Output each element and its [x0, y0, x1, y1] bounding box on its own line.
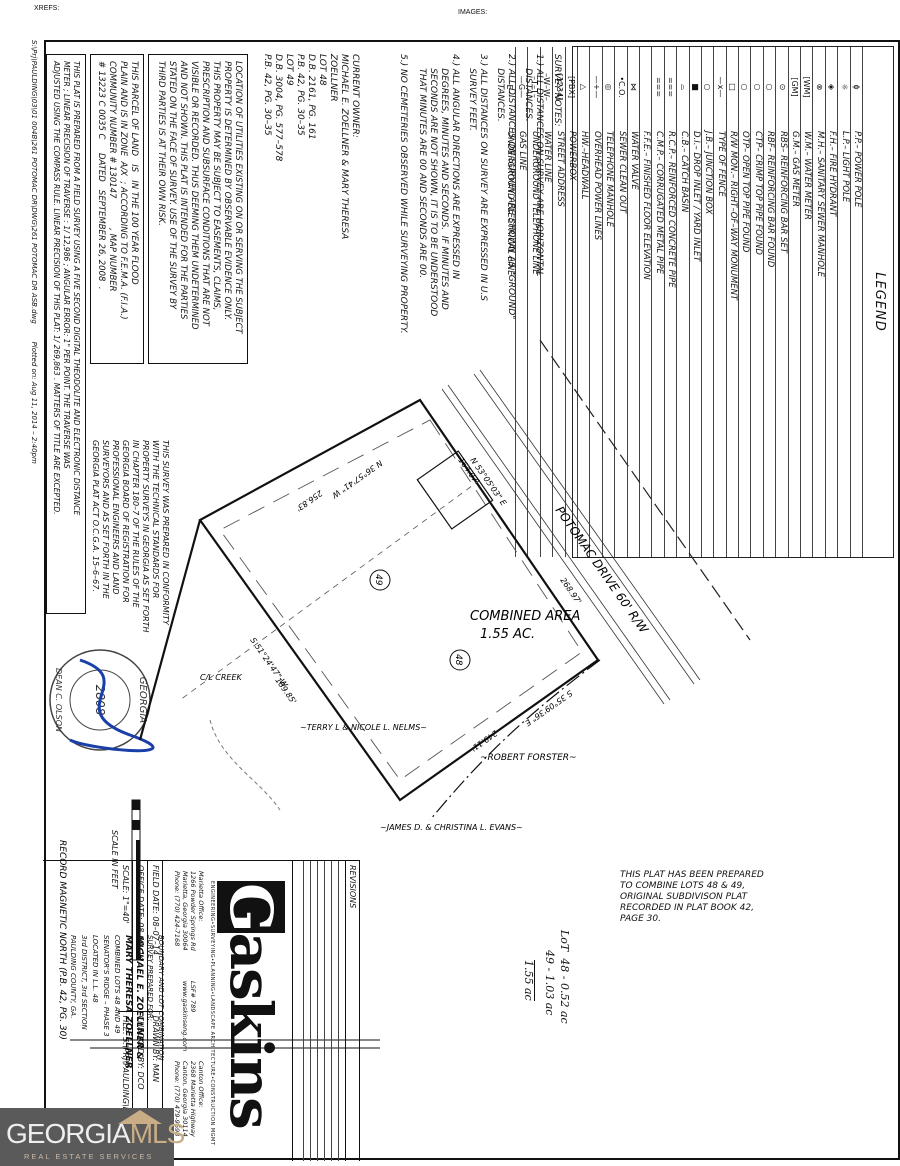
client-name2: MARY THERESA ZOELLNER	[123, 935, 133, 1069]
client-location-3: PAULDING COUNTY, GA.	[69, 935, 77, 1019]
mls-brand-a: GEORGIA	[6, 1118, 131, 1149]
logo-initial: G	[217, 881, 285, 933]
combine-note: THIS PLAT HAS BEEN PREPARED TO COMBINE L…	[620, 870, 764, 924]
property-boundary	[198, 398, 600, 802]
client-subdivision: SENATOR'S RIDGE – PHASE 3	[102, 935, 110, 1037]
lsf-website: LSF# 789 www.gaskinseng.com	[181, 981, 197, 1052]
distance-road-2: 268.97'	[558, 576, 583, 606]
neighbor-sw2-owner: ~JAMES D. & CHRISTINA L. EVANS~	[380, 823, 523, 832]
images-label: IMAGES:	[458, 9, 488, 16]
logo-name: askins	[217, 932, 285, 1128]
mls-brand: GEORGIAMLS	[6, 1118, 186, 1150]
xrefs-label: XREFS:	[34, 5, 60, 12]
lot-49-marker	[369, 569, 391, 591]
client-lots: COMBINED LOTS 48 AND 49	[113, 935, 121, 1034]
combined-area-label: COMBINED AREA	[470, 609, 580, 624]
client-line1: BOUNDARY AND LOT COMBINATION	[157, 935, 165, 1061]
combined-area-acres: 1.55 AC.	[480, 627, 535, 642]
mls-brand-b: MLS	[129, 1118, 186, 1149]
neighbor-sw1-owner: ~TERRY L & NICOLE L. NELMS~	[300, 723, 427, 732]
lot-48-label: 48	[453, 654, 463, 666]
signature	[69, 658, 155, 753]
revisions-table: REVISIONS	[292, 861, 359, 1161]
lot-48-marker	[449, 649, 471, 671]
surveyor-seal: GEORGIA 2808 DEAN C. OLSON	[49, 649, 155, 753]
row-line-far	[539, 339, 751, 641]
seal-name: DEAN C. OLSON	[54, 668, 63, 732]
plot-info: S:\Prj\PAULDING\03\01 004B\261 POTOMAC D…	[30, 40, 38, 464]
client-name1: MICHAEL E. ZOELLNER &	[134, 935, 144, 1060]
plat-drawing: POTOMAC DRIVE 60' R/W N 53°05'03" E 164.…	[57, 339, 751, 1049]
seal-state: GEORGIA	[137, 677, 148, 724]
georgia-mls-watermark: GEORGIAMLS REAL ESTATE SERVICES	[0, 1108, 185, 1166]
handwritten-lot48: LoT 48 - 0.52 ac	[558, 930, 571, 1024]
roof-icon	[118, 1110, 162, 1124]
client-location-1: LOCATED IN L.L. 48	[91, 935, 99, 1003]
handwritten-total: 1.55 ac	[522, 960, 535, 1001]
revisions-header: REVISIONS	[345, 861, 359, 1161]
house-footprint	[416, 450, 494, 530]
company-tagline: ENGINEERING•SURVEYING•PLANNING•LANDSCAPE…	[209, 881, 215, 1146]
client-location-2: 3rd DISTRICT, 3rd SECTION	[80, 935, 88, 1030]
creek-line	[209, 719, 281, 811]
neighbor-se-owner: ~ROBERT FORSTER~	[480, 753, 577, 763]
lot-49-label: 49	[373, 574, 383, 586]
distance-nw: 256.83'	[294, 488, 324, 513]
client-line2: SURVEY PREPARED FOR:	[146, 935, 154, 1021]
creek-label: C/L CREEK	[200, 673, 243, 682]
north-arrow-label: RECORD MAGNETIC NORTH (P.B. 42, PG. 30)	[57, 840, 67, 1040]
scale-bar	[131, 799, 141, 961]
company-logo: Gaskins	[217, 881, 285, 1128]
bearing-nw: N 36°57'41" W	[329, 458, 384, 500]
client-block: BOUNDARY AND LOT COMBINATION SURVEY PREP…	[48, 935, 178, 1069]
flood-line	[429, 659, 601, 821]
mls-subtitle: REAL ESTATE SERVICES	[24, 1152, 154, 1161]
handwritten-lot49: 49 - 1.03 ac	[543, 950, 556, 1016]
